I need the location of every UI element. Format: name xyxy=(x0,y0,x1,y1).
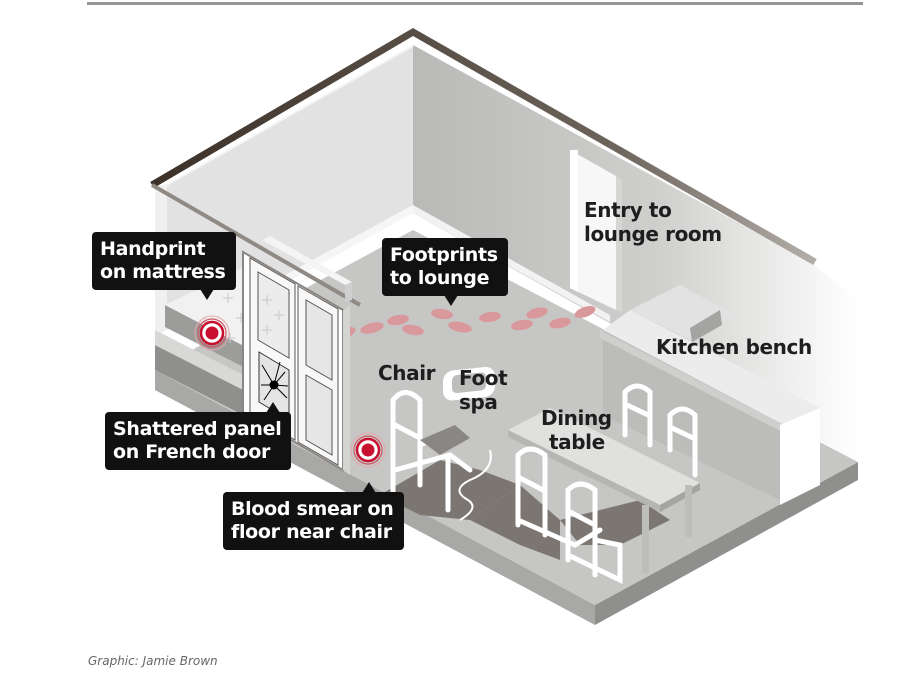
dining-chairs xyxy=(515,446,623,584)
label-text: lounge room xyxy=(584,222,722,246)
label-chair: Chair xyxy=(378,361,436,385)
callout-text: to lounge xyxy=(390,267,490,289)
label-text: Entry to xyxy=(584,198,672,222)
callout-text: on mattress xyxy=(100,261,226,283)
blood-marker-icon xyxy=(350,432,386,468)
label-entry-to-lounge: Entry to lounge room xyxy=(584,198,722,246)
roof-edge xyxy=(150,27,817,307)
label-foot-spa: Foot spa xyxy=(459,366,508,414)
callout-text: Handprint xyxy=(100,238,206,260)
callout-pointer xyxy=(362,482,376,493)
wall-pillar xyxy=(343,306,350,475)
chair-seat xyxy=(420,425,470,455)
label-text: Kitchen bench xyxy=(656,335,812,359)
callout-text: floor near chair xyxy=(231,521,392,543)
callout-pointer xyxy=(266,402,280,413)
callout-text: Footprints xyxy=(390,244,498,266)
label-text: table xyxy=(549,430,605,454)
shattered-glass-icon xyxy=(261,361,289,401)
callout-pointer xyxy=(444,295,458,306)
entry-doorway xyxy=(570,150,622,312)
graphic-credit: Graphic: Jamie Brown xyxy=(88,654,218,668)
label-text: Foot xyxy=(459,366,508,390)
label-kitchen-bench: Kitchen bench xyxy=(656,335,812,359)
callout-text: on French door xyxy=(113,441,271,463)
callout-pointer xyxy=(200,289,214,300)
label-dining-table: Dining table xyxy=(541,406,612,454)
callout-blood-smear: Blood smear on floor near chair xyxy=(223,482,404,550)
dining-table xyxy=(508,408,700,573)
callout-footprints: Footprints to lounge xyxy=(382,238,508,306)
back-right-wall xyxy=(413,45,858,462)
callout-text: Shattered panel xyxy=(113,418,282,440)
label-text: Chair xyxy=(378,361,436,385)
label-text: spa xyxy=(459,390,498,414)
foot-spa xyxy=(443,366,495,521)
callout-handprint: Handprint on mattress xyxy=(92,232,236,300)
top-rule xyxy=(87,2,863,5)
callout-text: Blood smear on xyxy=(231,498,394,520)
handprint-marker-icon xyxy=(194,315,230,351)
callout-shattered-panel: Shattered panel on French door xyxy=(105,402,292,470)
window-ledge xyxy=(262,236,352,302)
bench-chairs xyxy=(622,383,698,478)
label-text: Dining xyxy=(541,406,612,430)
